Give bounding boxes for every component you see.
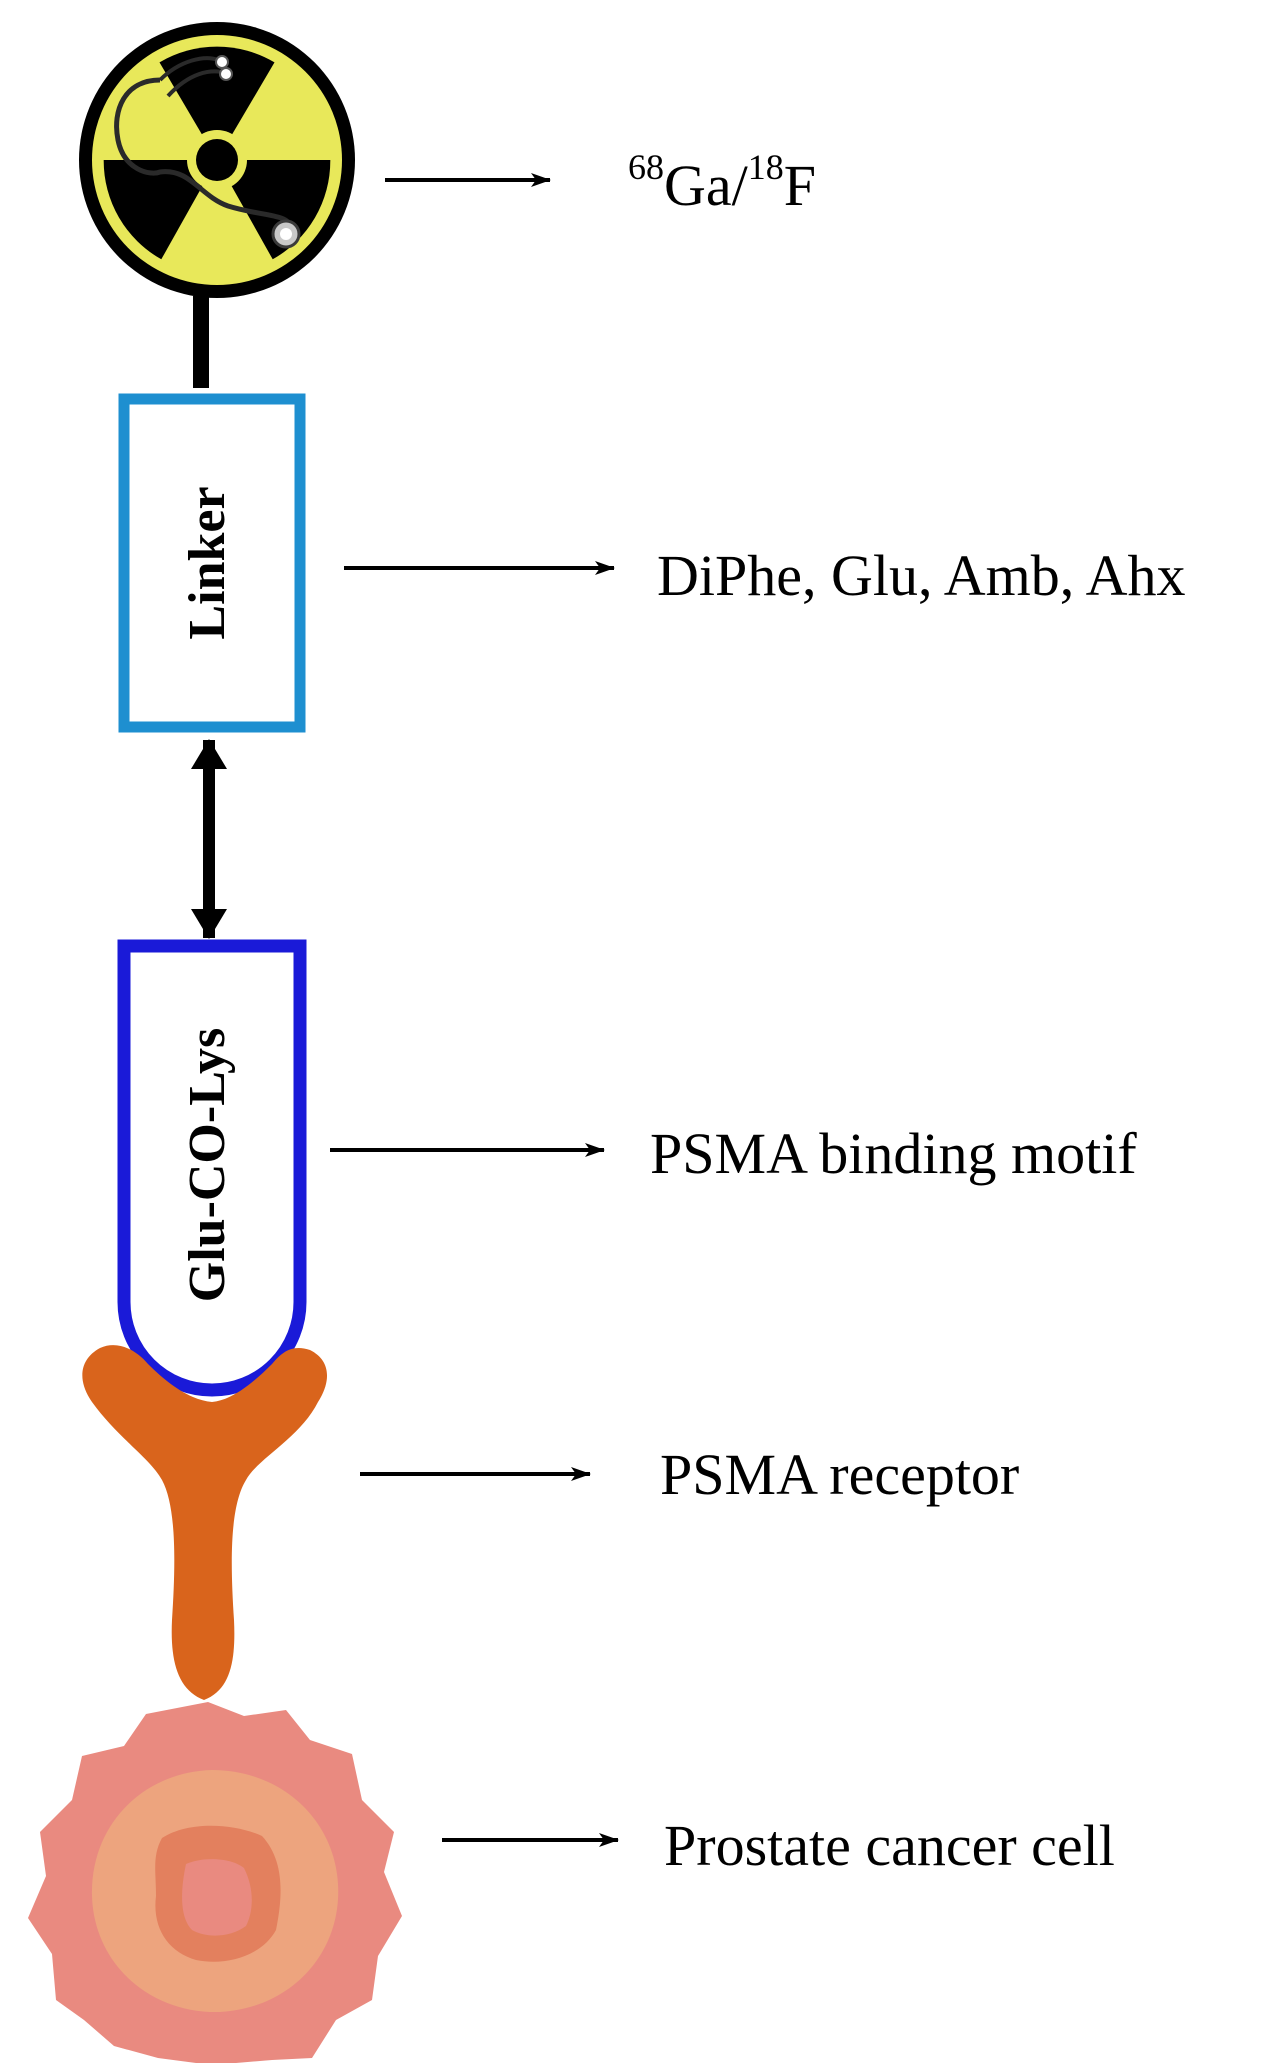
binding-motif-box: Glu-CO-Lys xyxy=(117,939,307,1397)
binding-motif-box-label: Glu-CO-Lys xyxy=(179,1028,236,1303)
receptor-description: PSMA receptor xyxy=(660,1442,1019,1507)
binding-motif-description: PSMA binding motif xyxy=(650,1121,1137,1186)
linker-box-label: Linker xyxy=(179,486,236,639)
prostate-cancer-cell xyxy=(28,1702,402,2063)
stethoscope-icon xyxy=(114,55,301,249)
cell-description: Prostate cancer cell xyxy=(664,1813,1115,1878)
linker-description: DiPhe, Glu, Amb, Ahx xyxy=(657,543,1186,608)
connector-bar xyxy=(193,296,209,388)
linker-box: Linker xyxy=(118,393,306,733)
radionuclide-label: 68Ga/18F xyxy=(628,147,816,218)
psma-receptor-shape xyxy=(82,1345,328,1700)
